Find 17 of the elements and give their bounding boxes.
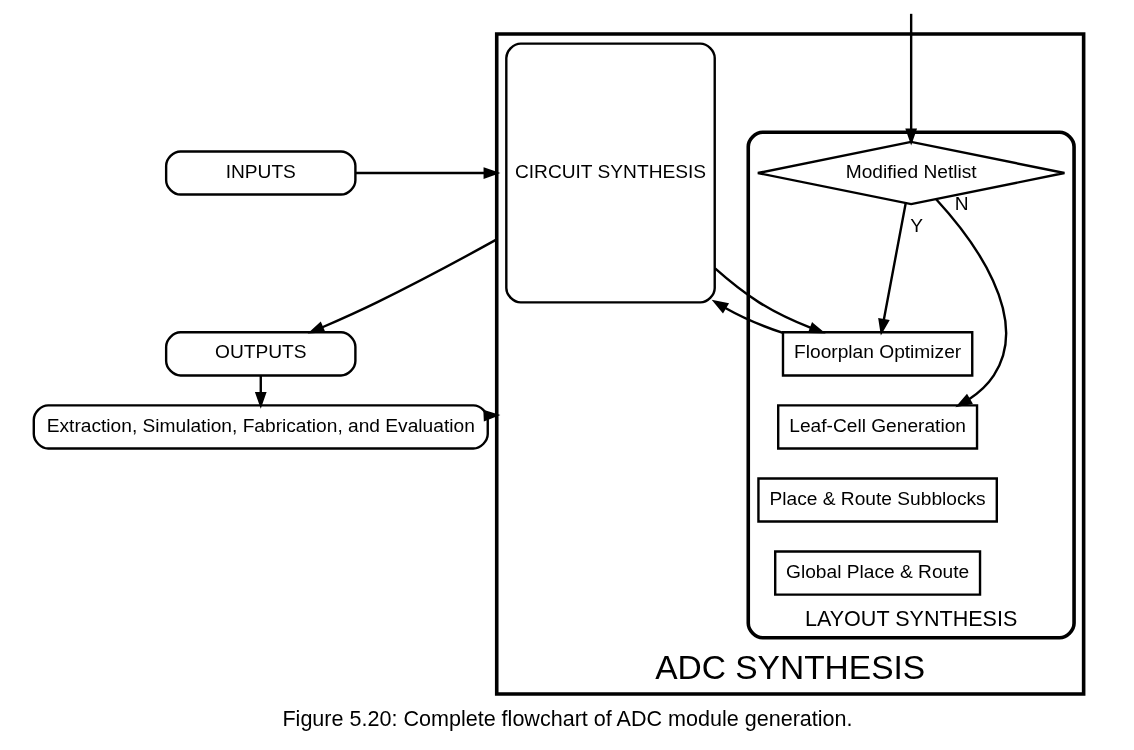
node-box: Leaf-Cell Generation (776, 404, 978, 450)
node-box: Place & Route Subblocks (756, 477, 998, 523)
node-box: INPUTS (164, 150, 357, 196)
arrow (711, 299, 783, 335)
node-box: OUTPUTS (164, 331, 357, 377)
node-box: CIRCUIT SYNTHESIS (504, 42, 716, 304)
arrow (713, 267, 826, 334)
arrow (482, 409, 500, 422)
node-box: Global Place & Route (773, 550, 981, 596)
edge-label: Y (909, 214, 923, 236)
arrow (904, 13, 917, 146)
arrow (877, 203, 907, 336)
arrow (307, 238, 497, 334)
caption: Figure 5.20: Complete flowchart of ADC module generation. (281, 705, 853, 731)
arrow (934, 198, 1007, 408)
node-box: Floorplan Optimizer (781, 331, 973, 377)
arrow (355, 167, 500, 179)
